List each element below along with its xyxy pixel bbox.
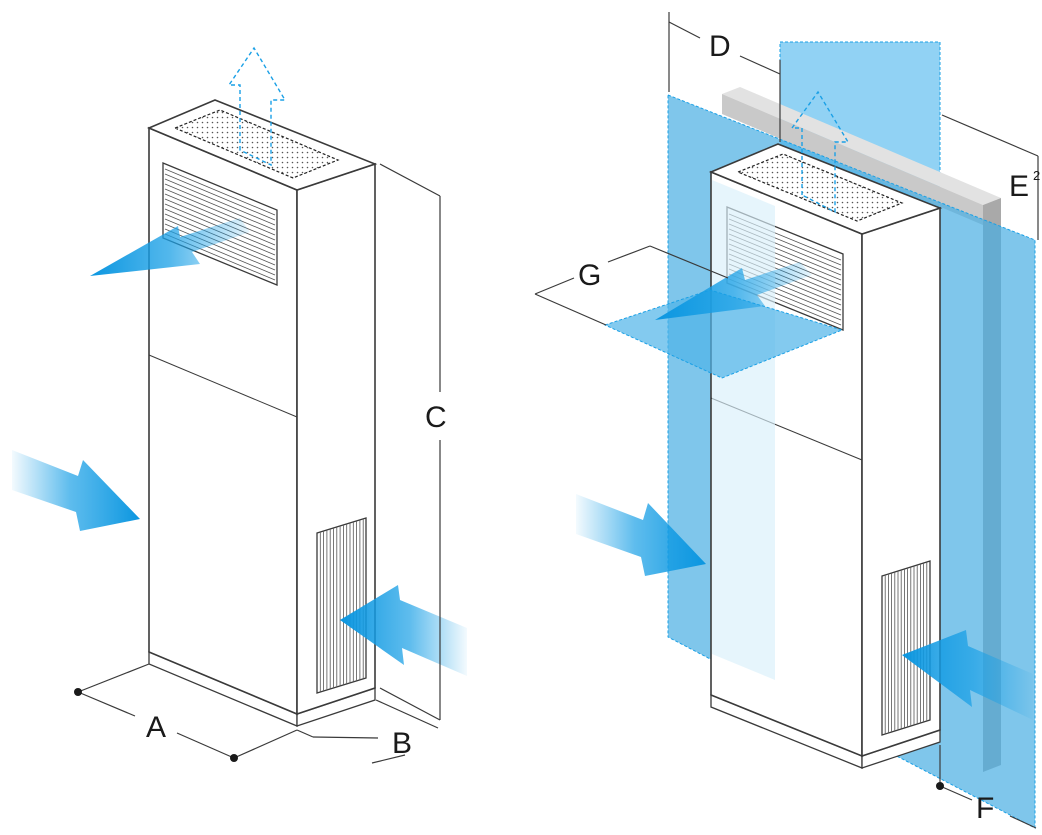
dimension-d <box>668 12 781 142</box>
louver-slat <box>164 173 276 221</box>
left-front-intake-arrow <box>12 450 140 531</box>
dimension-a <box>77 663 298 759</box>
dimension-g <box>534 245 729 326</box>
dimension-e <box>941 114 1039 240</box>
dimension-g-label: G <box>578 259 601 292</box>
dimension-c-label: C <box>425 401 447 434</box>
right-front-intake-arrow <box>576 494 706 576</box>
dimension-a-dot-end <box>230 754 238 762</box>
right-supply-airflow-arrow <box>655 262 812 320</box>
front-clearance-column <box>712 180 775 680</box>
dimension-a-dot-start <box>74 688 82 696</box>
dimension-c <box>379 163 441 721</box>
left-unit-intake-grille <box>316 517 367 694</box>
louver-slat <box>164 193 276 241</box>
dimension-e-label: E <box>1009 170 1029 203</box>
front-throw-clearance-zone <box>603 289 844 379</box>
left-exhaust-arrow <box>227 46 287 167</box>
right-unit-intake-grille <box>881 560 931 736</box>
left-unit-top-exhaust-grille <box>173 109 340 179</box>
dimension-b-label: B <box>392 727 412 760</box>
louver-slat <box>164 188 276 236</box>
dimension-a-label: A <box>146 711 166 744</box>
left-side-intake-arrow <box>340 585 467 676</box>
right-side-intake-arrow <box>902 630 1033 720</box>
dimension-f-dot <box>936 782 944 790</box>
louver-slat <box>164 198 276 246</box>
dimension-e-superscript: 2 <box>1033 168 1040 183</box>
dimension-b <box>296 699 439 764</box>
louver-slat <box>164 178 276 226</box>
louver-slat <box>164 223 276 271</box>
dimension-d-label: D <box>709 30 731 63</box>
louver-slat <box>164 168 276 216</box>
left-supply-airflow-arrow <box>90 218 250 276</box>
right-unit-top-exhaust-grille <box>736 153 904 222</box>
left-unit-panel-seam <box>148 354 298 418</box>
right-exhaust-arrow <box>790 90 850 214</box>
dimension-f-label: F <box>976 792 994 825</box>
left-unit <box>146 99 378 727</box>
louver-slat <box>164 183 276 231</box>
